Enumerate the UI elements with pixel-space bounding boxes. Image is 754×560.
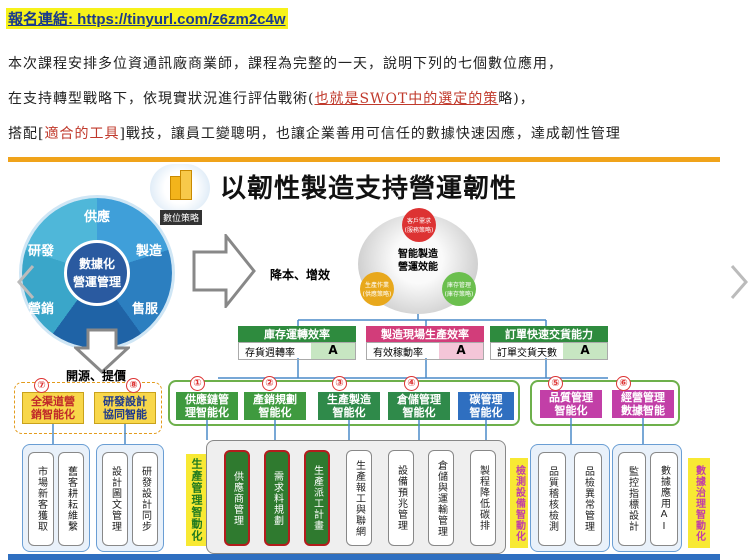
ball-right: 庫存管理 (庫存策略)	[442, 272, 476, 306]
module-planning[interactable]: 產銷規劃 智能化	[244, 392, 306, 420]
kpi-production-title: 製造現場生產效率	[366, 326, 484, 342]
leaf-data-ai[interactable]: 數據應用AI	[650, 452, 678, 546]
arrow-label-revenue: 開源、提價	[66, 369, 127, 383]
num-7: ⑦	[34, 378, 49, 393]
leaf-design-sync[interactable]: 研發設計同步	[132, 452, 158, 546]
ball-top: 客戶需求 (服務策略)	[402, 208, 436, 242]
module-carbon[interactable]: 碳管理 智能化	[458, 392, 514, 420]
leaf-predictive-maint[interactable]: 設備預兆管理	[388, 450, 414, 546]
right-arrow	[192, 234, 256, 308]
diagram-panel: 以韌性製造支持營運韌性 數位策略 數據化 營運管理 供應 製造 售服 營銷 研發…	[8, 162, 720, 560]
leaf-market-acquisition[interactable]: 市場新客獲取	[28, 452, 54, 546]
module-supply-chain[interactable]: 供應鏈管 理智能化	[176, 392, 238, 420]
segment-manufacture: 製造	[136, 244, 163, 259]
intro-line-2-pre: 在支持轉型戰略下，依現實狀況進行評估戰術(	[8, 91, 315, 107]
carousel-next-button[interactable]	[724, 262, 754, 302]
section-divider	[8, 157, 720, 162]
intro-line-3: 搭配[適合的工具]戰技，讓員工變聰明，也讓企業善用可信任的數據快速因應，達成韌性…	[8, 123, 621, 143]
module-management[interactable]: 經營管理 數據智能	[612, 390, 674, 418]
leaf-supplier-mgmt[interactable]: 供應商管理	[224, 450, 250, 546]
intro-line-3-pre: 搭配[	[8, 126, 45, 142]
carousel-prev-button[interactable]	[8, 262, 44, 302]
num-6: ⑥	[616, 376, 631, 391]
kpi-inventory-grade: A	[311, 343, 355, 359]
leaf-dispatch-plan[interactable]: 生產派工計畫	[304, 450, 330, 546]
ball-left: 生產作業 (供應策略)	[360, 272, 394, 306]
chevron-left-icon	[17, 265, 35, 299]
leaf-quality-audit[interactable]: 品質稽核檢測	[538, 452, 566, 546]
arrow-label-cost: 降本、增效	[270, 268, 331, 282]
leaf-carbon-reduction[interactable]: 製程降低碳排	[470, 450, 496, 546]
leaf-connectors	[52, 418, 644, 444]
building-icon	[150, 164, 210, 212]
module-manufacturing[interactable]: 生產製造 智能化	[318, 392, 380, 420]
kpi-production: 製造現場生產效率 有效稼動率 A	[366, 326, 484, 360]
kpi-production-metric: 有效稼動率	[373, 347, 423, 359]
kpi-delivery-row: 訂單交貨天數 A	[490, 342, 608, 360]
leaf-quality-anomaly[interactable]: 品檢異常管理	[574, 452, 602, 546]
kpi-production-grade: A	[439, 343, 483, 359]
ball-center: 智能製造 營運效能	[398, 249, 438, 273]
side-label-inspection: 檢測設備智動化	[510, 458, 528, 548]
registration-link[interactable]: 報名連結: https://tinyurl.com/z6zm2c4w	[6, 8, 288, 29]
leaf-work-reporting[interactable]: 生產報工與聯網	[346, 450, 372, 546]
leaf-customer-retention[interactable]: 舊客耕耘維繫	[58, 452, 84, 546]
swot-link[interactable]: 也就是SWOT中的選定的策	[314, 91, 499, 107]
kpi-production-row: 有效稼動率 A	[366, 342, 484, 360]
kpi-inventory: 庫存運轉效率 存貨週轉率 A	[238, 326, 356, 360]
segment-rnd: 研發	[28, 244, 55, 259]
kpi-inventory-title: 庫存運轉效率	[238, 326, 356, 342]
strategy-badge: 數位策略	[160, 210, 203, 225]
down-arrow	[74, 328, 130, 374]
kpi-delivery-title: 訂單快速交貨能力	[490, 326, 608, 342]
leaf-material-planning[interactable]: 需求料規劃	[264, 450, 290, 546]
intro-line-2-post: 略)，	[498, 91, 535, 107]
intro-line-2: 在支持轉型戰略下，依現實狀況進行評估戰術(也就是SWOT中的選定的策略)，	[8, 88, 535, 108]
segment-marketing: 營銷	[28, 302, 55, 317]
num-3: ③	[332, 376, 347, 391]
efficiency-ball: 智能製造 營運效能 客戶需求 (服務策略) 生產作業 (供應策略) 庫存管理 (…	[358, 208, 478, 314]
kpi-inventory-metric: 存貨週轉率	[245, 347, 295, 359]
intro-line-1: 本次課程安排多位資通訊廠商業師，課程為完整的一天，說明下列的七個數位應用，	[8, 56, 563, 72]
leaf-design-docs[interactable]: 設計圖文管理	[102, 452, 128, 546]
kpi-inventory-row: 存貨週轉率 A	[238, 342, 356, 360]
segment-supply: 供應	[84, 210, 111, 225]
side-label-data: 數據治理智動化	[688, 458, 710, 548]
circle-core-bottom: 營運管理	[72, 275, 121, 289]
circle-core-top: 數據化	[78, 257, 115, 271]
group-left	[14, 382, 162, 434]
module-quality[interactable]: 品質管理 智能化	[540, 390, 602, 418]
segment-service: 售服	[132, 302, 159, 317]
tools-link[interactable]: 適合的工具	[44, 126, 120, 142]
side-label-production: 生產管理智動化	[186, 454, 206, 546]
num-8: ⑧	[126, 378, 141, 393]
leaf-warehouse-transport[interactable]: 倉儲與運輸管理	[428, 450, 454, 546]
value-chain-circle: 數據化 營運管理 供應 製造 售服 營銷 研發	[22, 198, 172, 348]
module-omnichannel[interactable]: 全渠道營 銷智能化	[22, 392, 84, 424]
circle-core: 數據化 營運管理	[64, 240, 130, 306]
chevron-right-icon	[730, 265, 748, 299]
diagram-title: 以韌性製造支持營運韌性	[220, 174, 518, 204]
module-warehouse[interactable]: 倉儲管理 智能化	[388, 392, 450, 420]
num-5: ⑤	[548, 376, 563, 391]
num-4: ④	[404, 376, 419, 391]
module-rnd[interactable]: 研發設計 協同智能	[94, 392, 156, 424]
group-quality	[530, 380, 680, 426]
leaf-metric-design[interactable]: 監控指標設計	[618, 452, 646, 546]
num-1: ①	[190, 376, 205, 391]
kpi-delivery-grade: A	[563, 343, 607, 359]
kpi-delivery: 訂單快速交貨能力 訂單交貨天數 A	[490, 326, 608, 360]
num-2: ②	[262, 376, 277, 391]
diagram-bottom-bar	[8, 554, 720, 560]
kpi-delivery-metric: 訂單交貨天數	[497, 347, 557, 359]
intro-line-3-post: ]戰技，讓員工變聰明，也讓企業善用可信任的數據快速因應，達成韌性管理	[119, 126, 621, 142]
